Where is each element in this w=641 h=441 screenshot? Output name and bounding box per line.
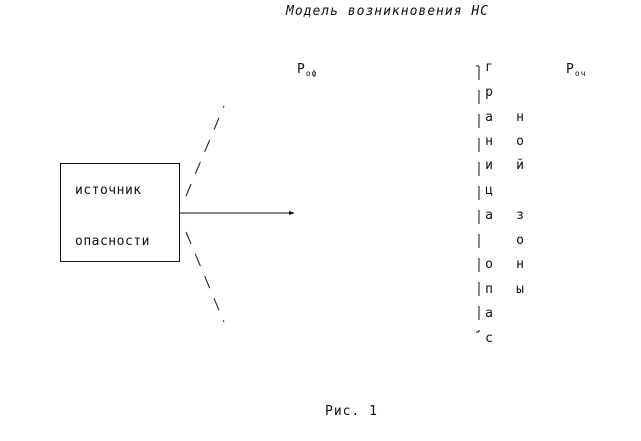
boundary-char: п [485, 282, 493, 297]
symbol-p-of: Pоф [297, 58, 317, 78]
boundary-char: и [485, 158, 493, 173]
boundary-char: ц [485, 183, 493, 198]
symbol-p-of-main: P [297, 62, 305, 77]
zone-char: н [516, 257, 524, 272]
boundary-char: г [485, 60, 493, 75]
boundary-char: а [485, 208, 493, 223]
boundary-char: о [485, 257, 493, 272]
symbol-p-och-sub: оч [574, 69, 587, 78]
boundary-char: н [485, 134, 493, 149]
figure-caption: Рис. 1 [325, 404, 378, 419]
zone-char: о [516, 233, 524, 248]
boundary-char: р [485, 85, 493, 100]
boundary-char: а [485, 110, 493, 125]
symbol-p-of-sub: оф [305, 69, 318, 78]
lower-dashed-ray [185, 231, 225, 323]
upper-dashed-ray [185, 105, 225, 197]
zone-char: й [516, 158, 524, 173]
diagram-title: Модель возникновения НС [286, 4, 490, 19]
zone-char: ы [516, 282, 524, 297]
zone-char: о [516, 134, 524, 149]
symbol-p-och: Pоч [566, 58, 586, 78]
boundary-char: а [485, 306, 493, 321]
symbol-p-och-main: P [566, 62, 574, 77]
hazard-source-box: источник опасности [60, 163, 180, 262]
zone-char: н [516, 110, 524, 125]
boundary-char: с [485, 331, 493, 346]
source-box-label-line1: источник [75, 183, 142, 198]
arrow-head [289, 211, 295, 215]
zone-char: з [516, 208, 524, 223]
source-box-label-line2: опасности [75, 234, 150, 249]
